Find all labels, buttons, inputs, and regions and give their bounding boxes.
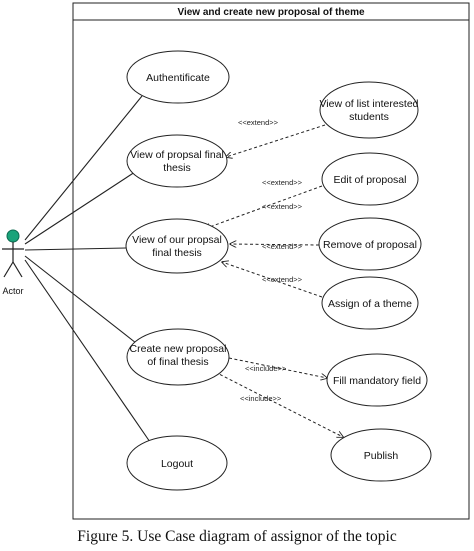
svg-text:Assign of a theme: Assign of a theme bbox=[328, 298, 412, 310]
include-arrow-fill bbox=[228, 357, 327, 378]
svg-text:of final thesis: of final thesis bbox=[147, 356, 208, 368]
association-create-proposal bbox=[24, 255, 137, 344]
actor-head bbox=[6, 229, 20, 243]
extend-label-2: <<extend>> bbox=[262, 178, 303, 187]
use-case-remove-proposal: Remove of proposal bbox=[318, 217, 422, 271]
svg-text:thesis: thesis bbox=[163, 162, 190, 174]
extend-arrow-list-students bbox=[226, 124, 326, 157]
use-case-authenticate: Authentificate bbox=[126, 50, 230, 104]
extend-label-5: <<extend>> bbox=[262, 275, 303, 284]
use-case-logout: Logout bbox=[126, 435, 228, 491]
use-case-publish: Publish bbox=[330, 428, 432, 482]
svg-text:Create new proposal: Create new proposal bbox=[130, 343, 227, 355]
system-boundary: View and create new proposal of theme bbox=[72, 2, 470, 520]
svg-text:Remove of proposal: Remove of proposal bbox=[323, 239, 417, 251]
svg-text:Publish: Publish bbox=[364, 450, 399, 462]
extend-arrow-remove bbox=[230, 244, 320, 245]
use-case-edit-proposal: Edit of proposal bbox=[321, 152, 419, 206]
association-view-proposal bbox=[24, 169, 139, 245]
use-case-fill-mandatory-field: Fill mandatory field bbox=[326, 353, 428, 407]
svg-text:Edit of proposal: Edit of proposal bbox=[334, 174, 407, 186]
use-case-view-our-proposal-final-thesis: View of our propsal final thesis bbox=[125, 218, 229, 274]
dependencies bbox=[204, 124, 343, 437]
system-title: View and create new proposal of theme bbox=[177, 7, 365, 18]
actor: Actor bbox=[2, 229, 24, 296]
figure-caption: Figure 5. Use Case diagram of assignor o… bbox=[77, 528, 397, 545]
use-case-view-proposal-final-thesis: View of propsal final thesis bbox=[126, 134, 228, 188]
include-label-2: <<include>> bbox=[240, 394, 282, 403]
use-case-view-list-interested-students: View of list interested students bbox=[319, 81, 419, 139]
association-authenticate bbox=[24, 95, 143, 241]
association-view-our-proposal bbox=[24, 247, 127, 251]
relation-labels: <<extend>> <<extend>> <<extend>> <<exten… bbox=[238, 118, 303, 403]
extend-label-1: <<extend>> bbox=[238, 118, 279, 127]
associations bbox=[24, 95, 151, 443]
include-label-1: <<include>> bbox=[245, 364, 287, 373]
svg-text:students: students bbox=[349, 111, 389, 123]
include-arrow-publish bbox=[214, 371, 343, 437]
svg-text:final thesis: final thesis bbox=[152, 247, 202, 259]
extend-arrow-edit bbox=[204, 185, 323, 229]
extend-arrow-assign bbox=[222, 262, 323, 298]
svg-text:View of our propsal: View of our propsal bbox=[132, 234, 222, 246]
svg-text:View of propsal final: View of propsal final bbox=[130, 149, 224, 161]
use-case-create-new-proposal: Create new proposal of final thesis bbox=[126, 328, 230, 386]
use-case-assign-theme: Assign of a theme bbox=[321, 276, 419, 330]
actor-label: Actor bbox=[2, 286, 23, 296]
extend-label-3: <<extend>> bbox=[262, 202, 303, 211]
extend-label-4: <<extend>> bbox=[262, 242, 303, 251]
svg-text:Authentificate: Authentificate bbox=[146, 72, 210, 84]
svg-text:Logout: Logout bbox=[161, 458, 193, 470]
svg-text:View of list interested: View of list interested bbox=[319, 98, 418, 110]
association-logout bbox=[24, 259, 151, 443]
svg-text:Fill mandatory field: Fill mandatory field bbox=[333, 375, 421, 387]
